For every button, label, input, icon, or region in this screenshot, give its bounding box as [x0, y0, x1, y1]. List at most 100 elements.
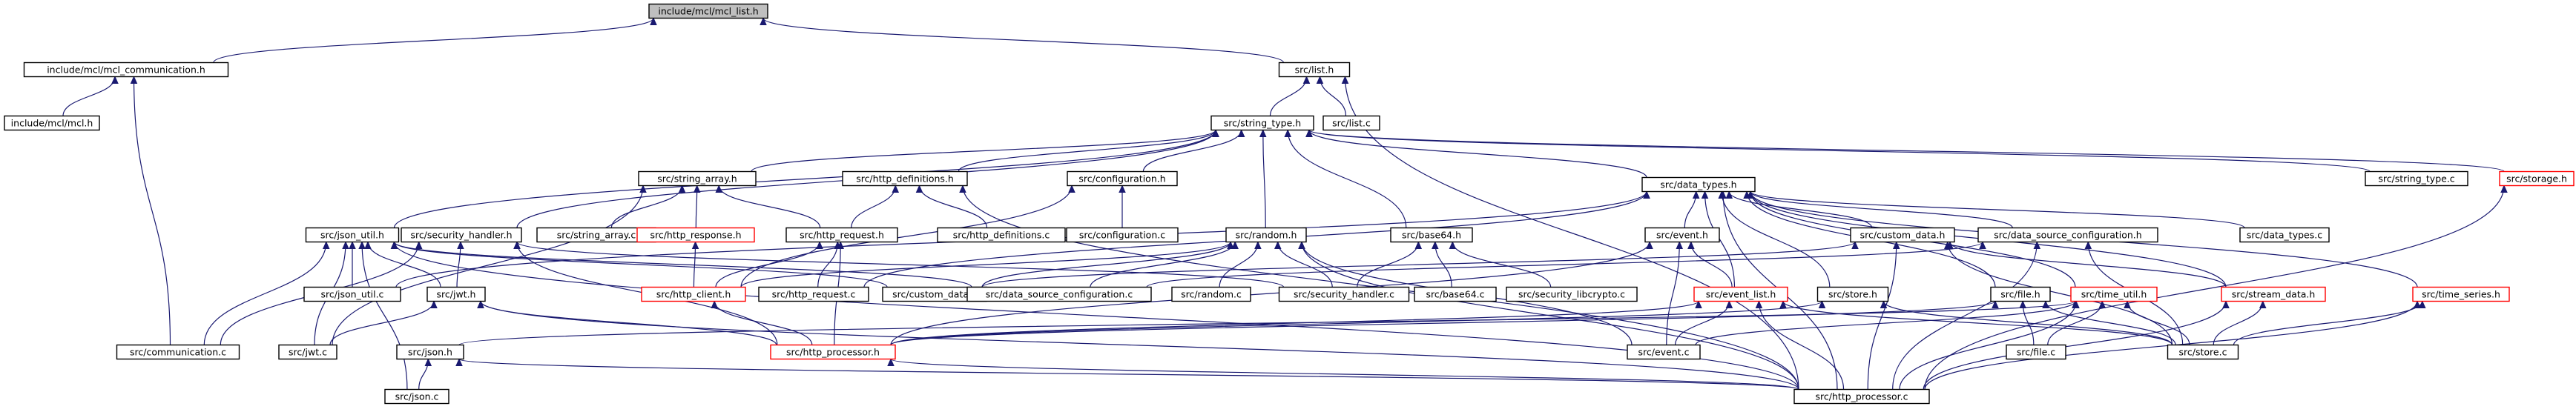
edge-string_type_h-to-storage_h: [1305, 129, 2505, 173]
node-jwt-c[interactable]: src/jwt.c: [278, 344, 337, 360]
node-box: [2239, 227, 2330, 243]
edge-arrowhead: [2414, 300, 2421, 308]
node-json-util-h[interactable]: src/json_util.h: [305, 227, 400, 243]
edge-arrowhead: [816, 241, 823, 249]
node-string-type-h[interactable]: src/string_type.h: [1210, 115, 1314, 131]
node-security-libcrypto-c[interactable]: src/security_libcrypto.c: [1506, 286, 1638, 302]
node-time-series-h[interactable]: src/time_series.h: [2412, 286, 2510, 302]
node-http-definitions-c[interactable]: src/http_definitions.c: [937, 227, 1066, 243]
node-time-util-h[interactable]: src/time_util.h: [2070, 286, 2158, 302]
node-http-client-h[interactable]: src/http_client.h: [641, 286, 746, 302]
node-custom-data-c[interactable]: src/custom_data.c: [882, 286, 987, 302]
node-data-source-configuration-h[interactable]: src/data_source_configuration.h: [1977, 227, 2158, 243]
node-label: src/string_type.h: [1224, 118, 1301, 129]
node-event-list-h[interactable]: src/event_list.h: [1693, 286, 1788, 302]
edge-http_definitions_h-to-http_definitions_c: [915, 185, 988, 228]
edge-line: [480, 301, 1799, 390]
node-box: [1322, 115, 1380, 131]
node-storage-h[interactable]: src/storage.h: [2499, 170, 2575, 187]
node-http-request-h[interactable]: src/http_request.h: [785, 227, 898, 243]
node-label: src/http_processor.c: [1816, 391, 1908, 402]
edge-arrowhead: [2098, 300, 2106, 308]
node-mcl-h[interactable]: include/mcl/mcl.h: [4, 115, 100, 131]
node-data-types-h[interactable]: src/data_types.h: [1641, 176, 1756, 193]
node-box: [1816, 286, 1889, 302]
node-random-h[interactable]: src/random.h: [1225, 227, 1307, 243]
node-box: [636, 227, 755, 243]
node-jwt-h[interactable]: src/jwt.h: [426, 286, 486, 302]
node-mcl-comm-h[interactable]: include/mcl/mcl_communication.h: [23, 62, 229, 78]
edge-arrowhead: [2500, 185, 2508, 193]
edge-mcl_list_h-to-list_h: [760, 17, 1285, 64]
node-store-h[interactable]: src/store.h: [1816, 286, 1889, 302]
edge-configuration_h-to-http_client_h: [740, 185, 1075, 288]
node-store-c[interactable]: src/store.c: [2167, 344, 2239, 360]
node-communication-c[interactable]: src/communication.c: [116, 344, 240, 360]
edge-data_source_configuration_h-to-http_processor_c: [1892, 241, 2041, 390]
edge-arrowhead: [760, 17, 767, 25]
edge-arrowhead: [1305, 129, 1313, 137]
edge-arrowhead: [959, 185, 966, 193]
edge-json_util_h-to-json_c: [358, 241, 408, 390]
node-json-c[interactable]: src/json.c: [384, 388, 449, 405]
edge-arrowhead: [1851, 241, 1859, 249]
edge-custom_data_h-to-custom_data_c: [981, 241, 1859, 288]
edge-arrowhead: [715, 185, 723, 193]
node-event-c[interactable]: src/event.c: [1627, 344, 1701, 360]
node-data-source-configuration-c[interactable]: src/data_source_configuration.c: [966, 286, 1152, 302]
node-box: [303, 286, 401, 302]
node-data-types-c[interactable]: src/data_types.c: [2239, 227, 2330, 243]
node-file-c[interactable]: src/file.c: [2006, 344, 2066, 360]
node-string-array-h[interactable]: src/string_array.h: [638, 170, 757, 187]
edge-line: [393, 241, 972, 288]
node-http-response-h[interactable]: src/http_response.h: [636, 227, 755, 243]
node-configuration-h[interactable]: src/configuration.h: [1067, 170, 1178, 187]
node-string-type-c[interactable]: src/string_type.c: [2365, 170, 2468, 187]
node-list-c[interactable]: src/list.c: [1322, 115, 1380, 131]
edge-line: [329, 301, 435, 345]
node-event-h[interactable]: src/event.h: [1644, 227, 1720, 243]
node-json-h[interactable]: src/json.h: [396, 344, 464, 360]
edge-arrowhead: [1725, 190, 1733, 199]
edge-arrowhead: [2033, 241, 2041, 249]
node-security-handler-h[interactable]: src/security_handler.h: [401, 227, 522, 243]
node-box: [1278, 62, 1351, 78]
node-custom-data-h[interactable]: src/custom_data.h: [1850, 227, 1955, 243]
edge-event_h-to-event_list_h: [1687, 241, 1733, 288]
node-base64-c[interactable]: src/base64.c: [1414, 286, 1497, 302]
node-box: [1977, 227, 2158, 243]
node-label: src/file.c: [2017, 347, 2055, 358]
node-http-request-c[interactable]: src/http_request.c: [758, 286, 869, 302]
node-random-c[interactable]: src/random.c: [1171, 286, 1251, 302]
node-file-h[interactable]: src/file.h: [1990, 286, 2051, 302]
edge-line: [1923, 301, 2227, 390]
node-label: src/data_types.h: [1660, 179, 1736, 190]
node-label: src/json.c: [395, 391, 439, 402]
edge-arrowhead: [1695, 300, 1702, 308]
node-json-util-c[interactable]: src/json_util.c: [303, 286, 401, 302]
edge-time_util_h-to-file_c: [2047, 300, 2106, 345]
edge-line: [918, 185, 988, 228]
node-string-array-c[interactable]: src/string_array.c: [536, 227, 656, 243]
node-http-definitions-h[interactable]: src/http_definitions.h: [842, 170, 968, 187]
edge-string_type_h-to-configuration_h: [1142, 129, 1245, 172]
node-box: [785, 227, 898, 243]
node-configuration-c[interactable]: src/configuration.c: [1066, 227, 1179, 243]
node-http-processor-c[interactable]: src/http_processor.c: [1793, 388, 1930, 405]
edge-line: [1319, 76, 1347, 116]
edge-line: [2045, 301, 2176, 345]
node-security-handler-c[interactable]: src/security_handler.c: [1278, 286, 1410, 302]
node-base64-h[interactable]: src/base64.h: [1390, 227, 1473, 243]
node-label: src/data_source_configuration.h: [1994, 230, 2141, 241]
node-label: src/http_request.h: [800, 230, 884, 241]
node-stream-data-h[interactable]: src/stream_data.h: [2221, 286, 2326, 302]
node-http-processor-h[interactable]: src/http_processor.h: [770, 344, 896, 360]
node-list-h[interactable]: src/list.h: [1278, 62, 1351, 78]
edge-arrowhead: [1892, 241, 1900, 249]
node-box: [1414, 286, 1497, 302]
edge-line: [740, 185, 1073, 288]
edge-string_type_h-to-http_definitions_h: [958, 129, 1219, 172]
node-box: [278, 344, 337, 360]
edge-arrowhead: [349, 241, 356, 249]
